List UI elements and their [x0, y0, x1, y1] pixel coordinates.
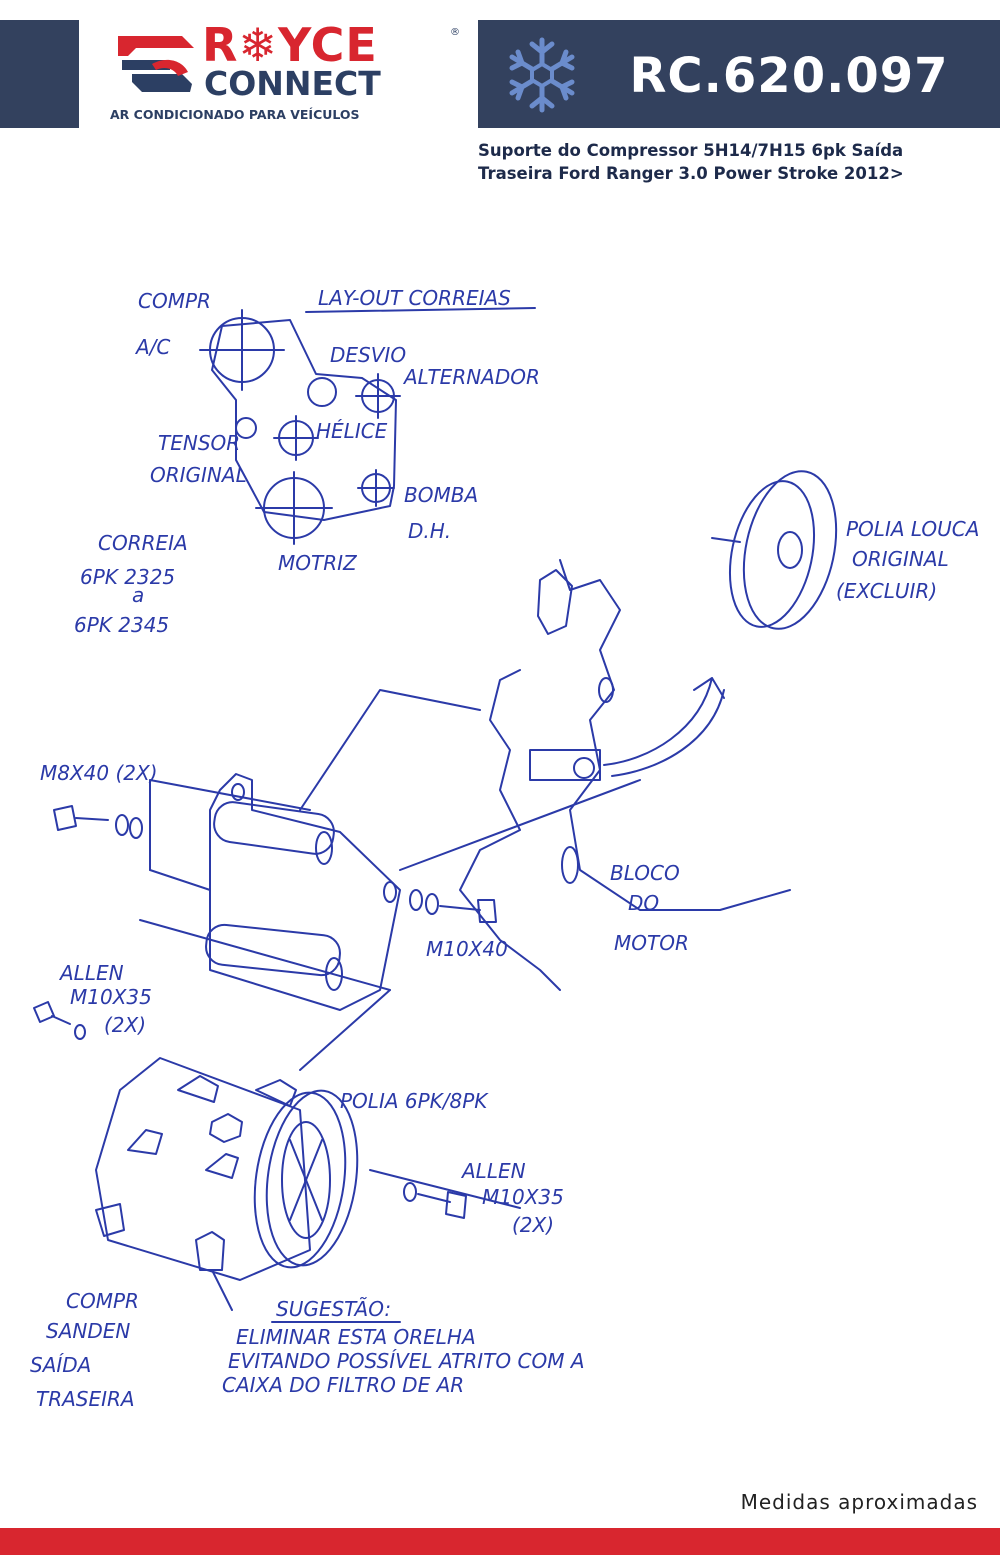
logo-brand-bottom: CONNECT	[204, 64, 381, 103]
label-compr-sanden-3: SAÍDA	[30, 1353, 91, 1377]
label-bomba-2: D.H.	[408, 519, 451, 543]
label-allen-left-3: (2X)	[104, 1013, 146, 1037]
label-sugestao-2: EVITANDO POSSÍVEL ATRITO COM A	[228, 1349, 585, 1373]
snowflake-icon	[509, 37, 575, 113]
label-alternador: ALTERNADOR	[402, 365, 540, 389]
idler-pulley	[307, 377, 337, 407]
allen-bolt-left: ALLEN M10X35 (2X)	[33, 961, 152, 1040]
bolt-m10x40: M10X40	[409, 889, 508, 961]
label-compr-sanden-1: COMPR	[66, 1289, 139, 1313]
label-compr-sanden-4: TRASEIRA	[36, 1387, 135, 1411]
royce-connect-logo: R❄YCE ® CONNECT AR CONDICIONADO PARA VEÍ…	[100, 20, 470, 130]
sanden-compressor: POLIA 6PK/8PK	[95, 1057, 489, 1311]
label-compr-ac-2: A/C	[134, 335, 170, 359]
label-bloco-2: DO	[628, 891, 659, 915]
label-allen-right-1: ALLEN	[460, 1159, 526, 1183]
belt-layout-diagram: LAY-OUT CORREIAS COMPR A/C DESVIO ALTERN…	[74, 286, 540, 637]
belt-layout-title: LAY-OUT CORREIAS	[318, 286, 511, 310]
label-compr-ac-1: COMPR	[138, 289, 211, 313]
product-description: Suporte do Compressor 5H14/7H15 6pk Saíd…	[478, 139, 988, 185]
engine-block: BLOCO DO MOTOR	[459, 559, 791, 991]
compressor-notes: COMPR SANDEN SAÍDA TRASEIRA SUGESTÃO: EL…	[30, 1289, 585, 1411]
label-bomba-1: BOMBA	[404, 483, 478, 507]
compressor-bracket	[139, 689, 641, 1071]
label-correia-1: CORREIA	[98, 531, 188, 555]
bolt-m8x40: M8X40 (2X)	[40, 761, 158, 839]
footer-bar	[0, 1528, 1000, 1555]
header-left-block	[0, 20, 79, 128]
label-sugestao-title: SUGESTÃO:	[276, 1297, 391, 1321]
label-allen-left-2: M10X35	[70, 985, 152, 1009]
label-motriz: MOTRIZ	[278, 551, 358, 575]
label-correia-3: a	[132, 583, 144, 607]
label-m10x40: M10X40	[426, 937, 508, 961]
label-tensor-2: ORIGINAL	[150, 463, 247, 487]
label-desvio: DESVIO	[330, 343, 406, 367]
label-sugestao-3: CAIXA DO FILTRO DE AR	[222, 1373, 464, 1397]
label-polia-6pk: POLIA 6PK/8PK	[340, 1089, 489, 1113]
label-m8x40: M8X40 (2X)	[40, 761, 158, 785]
label-correia-2: 6PK 2325	[80, 565, 175, 589]
label-sugestao-1: ELIMINAR ESTA ORELHA	[236, 1325, 476, 1349]
label-polia-louca-2: ORIGINAL	[852, 547, 949, 571]
label-correia-4: 6PK 2345	[74, 613, 169, 637]
original-idler-pulley: POLIA LOUCA ORIGINAL (EXCLUIR)	[603, 470, 979, 777]
allen-bolt-right: ALLEN M10X35 (2X)	[369, 1159, 564, 1237]
label-tensor-1: TENSOR	[158, 431, 240, 455]
label-allen-left-1: ALLEN	[58, 961, 124, 985]
logo-brand-top: R❄YCE	[202, 18, 378, 72]
description-line-1: Suporte do Compressor 5H14/7H15 6pk Saíd…	[478, 141, 904, 160]
label-allen-right-3: (2X)	[512, 1213, 554, 1237]
rc-logo-mark-icon	[118, 36, 194, 92]
product-code: RC.620.097	[629, 48, 949, 104]
label-allen-right-2: M10X35	[482, 1185, 564, 1209]
header-right-block	[478, 20, 1000, 128]
label-helice: HÉLICE	[316, 419, 388, 443]
description-line-2: Traseira Ford Ranger 3.0 Power Stroke 20…	[478, 164, 904, 183]
technical-sketch: LAY-OUT CORREIAS COMPR A/C DESVIO ALTERN…	[30, 286, 979, 1411]
logo-registered-mark: ®	[450, 27, 460, 38]
footer-note: Medidas aproximadas	[740, 1490, 978, 1514]
label-polia-louca-1: POLIA LOUCA	[846, 517, 979, 541]
label-bloco-1: BLOCO	[610, 861, 680, 885]
label-bloco-3: MOTOR	[614, 931, 689, 955]
logo-tagline: AR CONDICIONADO PARA VEÍCULOS	[110, 107, 360, 122]
label-compr-sanden-2: SANDEN	[46, 1319, 130, 1343]
label-polia-louca-3: (EXCLUIR)	[836, 579, 937, 603]
